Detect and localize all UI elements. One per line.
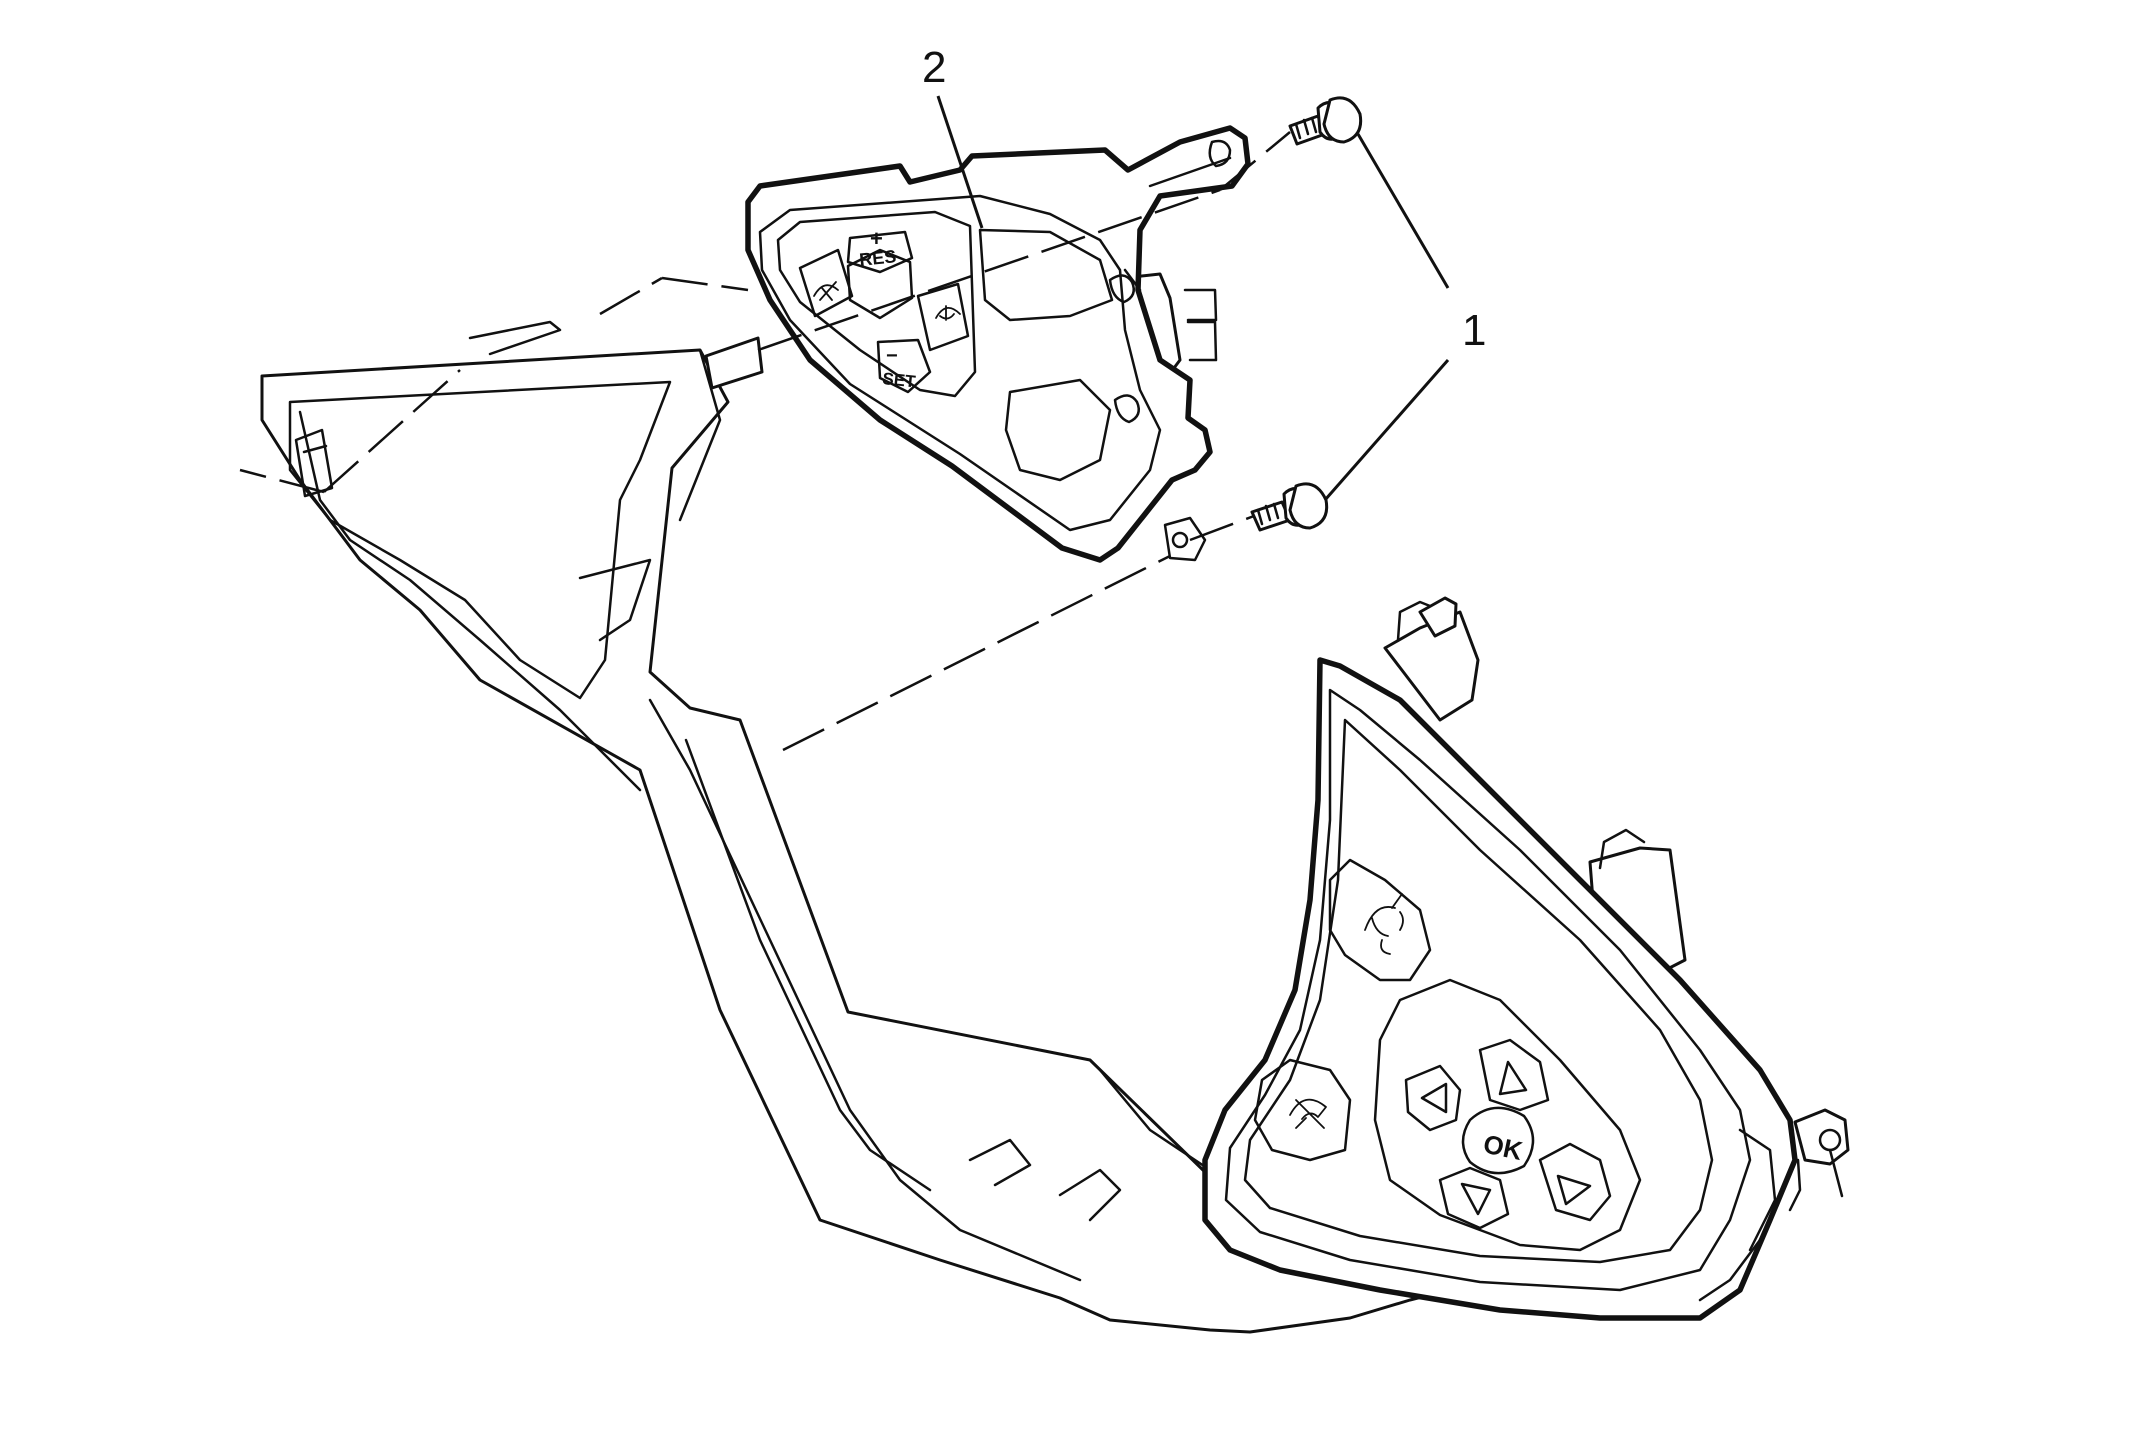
callouts: 2 1	[922, 43, 1486, 501]
plus-label: +	[870, 226, 883, 251]
alignment-lines	[239, 131, 1291, 752]
callout-1-leader-lower	[1323, 359, 1450, 501]
screw-lower	[1250, 482, 1329, 532]
steering-wheel-bezel	[260, 320, 1604, 1334]
callout-1-leader-upper	[1356, 133, 1450, 289]
set-label: SET	[882, 369, 917, 391]
screw-upper	[1288, 96, 1363, 146]
left-steering-wheel-control-switch: + RES − SET	[704, 125, 1251, 563]
callout-1-label: 1	[1462, 306, 1486, 355]
right-steering-wheel-control-switch: OK	[1202, 596, 1850, 1321]
res-label: RES	[858, 246, 897, 270]
callout-2-label: 2	[922, 43, 946, 92]
callout-2-leader	[936, 95, 984, 229]
minus-label: −	[886, 345, 898, 367]
